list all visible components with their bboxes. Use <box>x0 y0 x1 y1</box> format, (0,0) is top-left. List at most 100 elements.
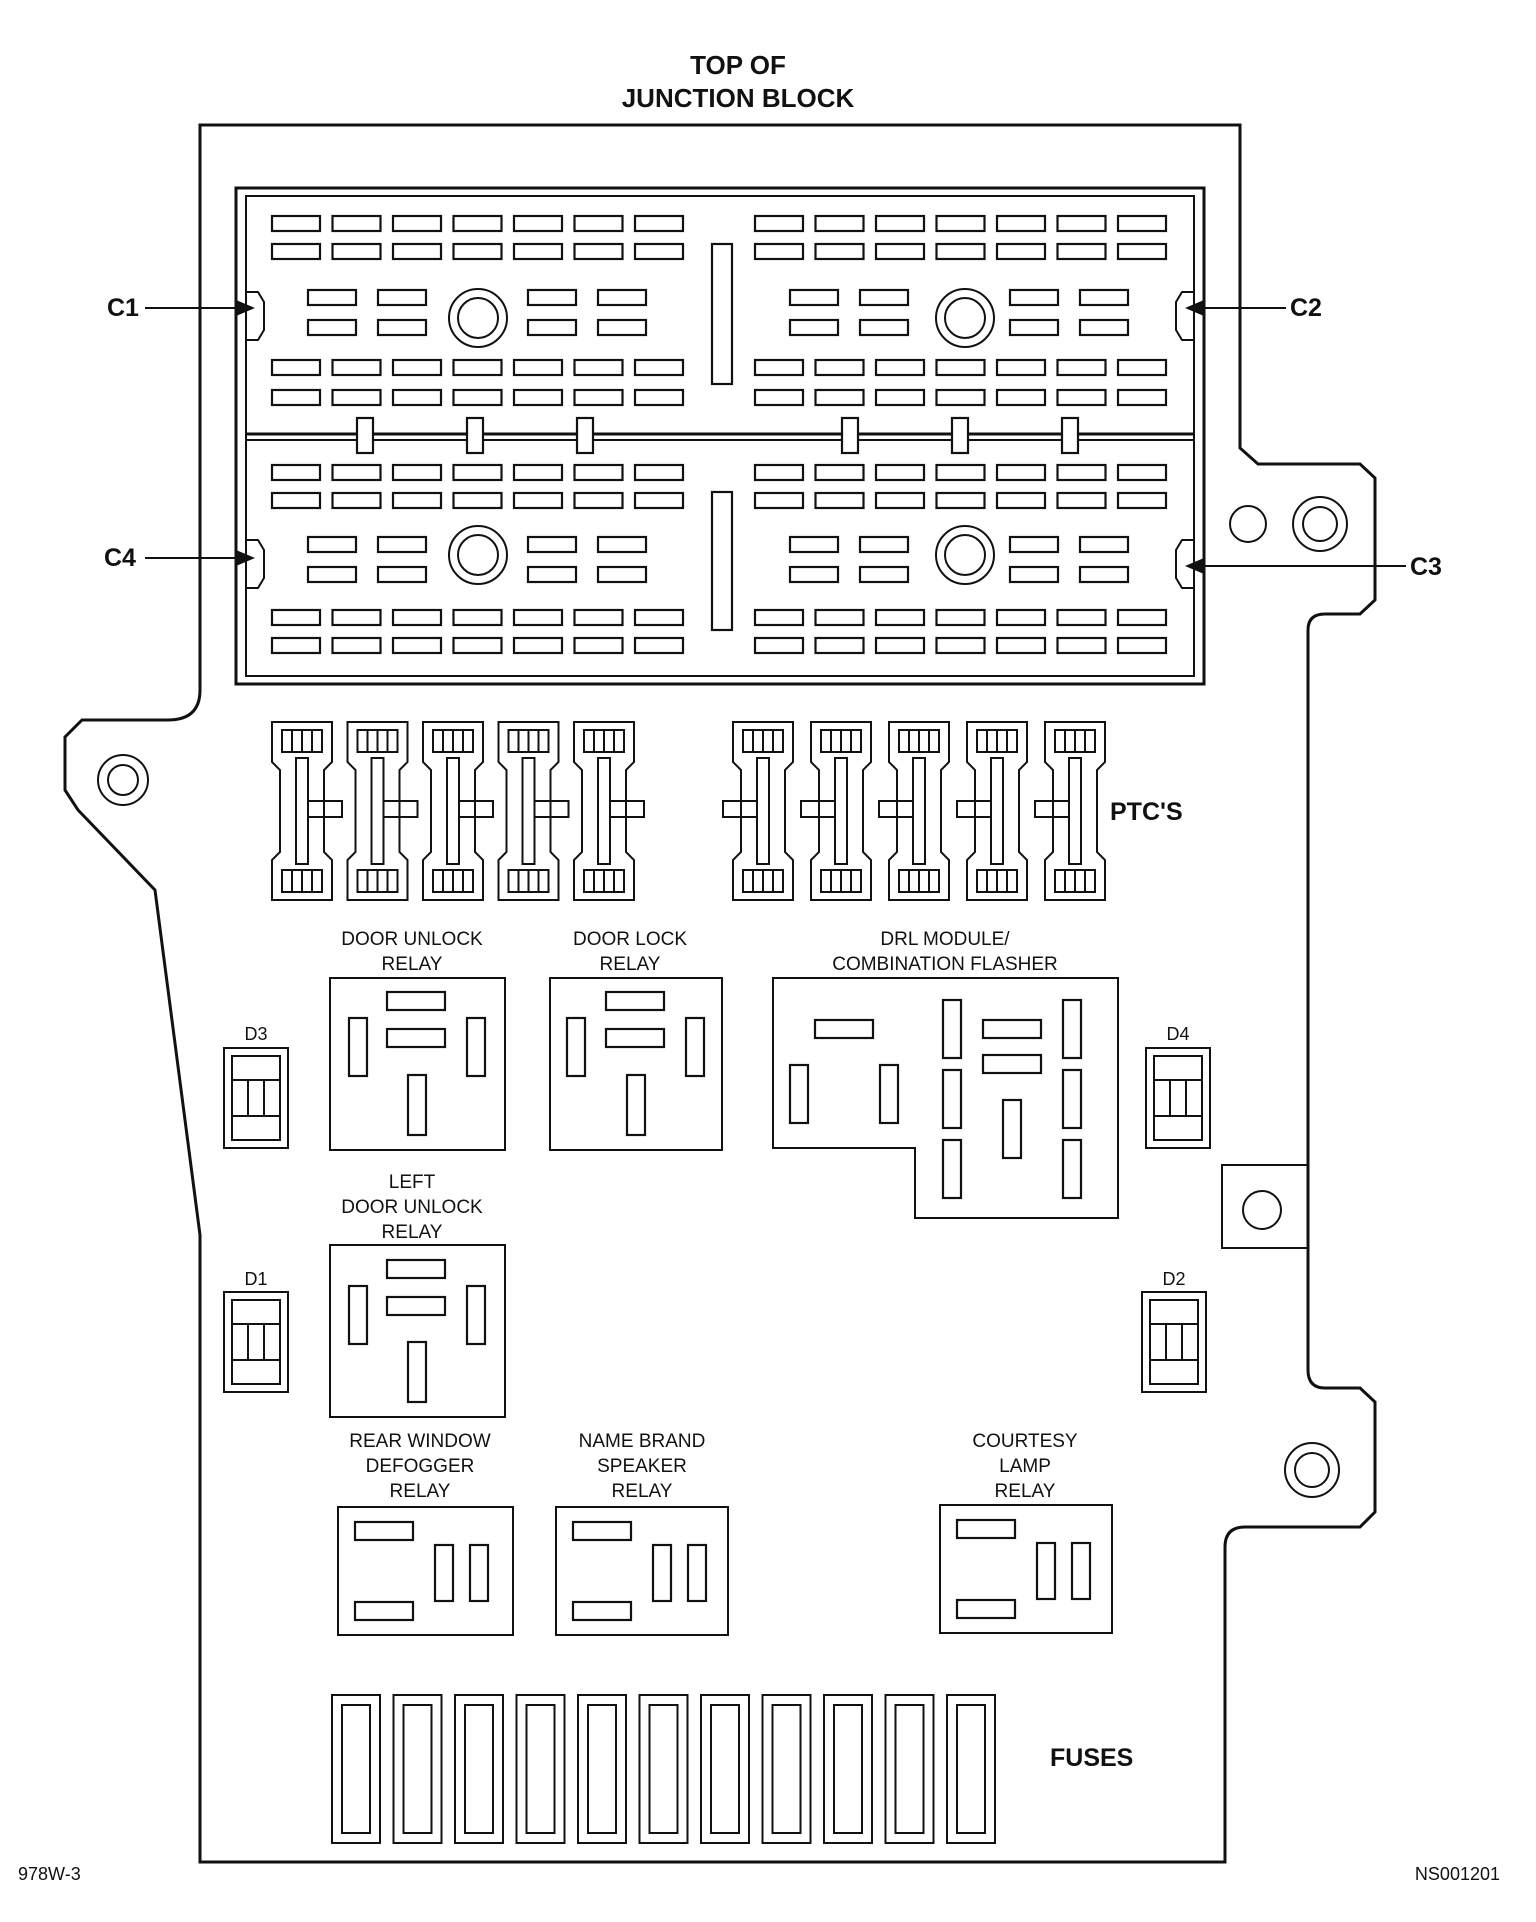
connector-slot <box>1116 463 1168 482</box>
connector-slot <box>573 242 624 261</box>
left-door-unlock-relay-label-1: LEFT <box>389 1172 436 1193</box>
fuse <box>331 1694 381 1844</box>
connector-slot <box>1078 565 1130 584</box>
connector-slot <box>331 242 382 261</box>
fuse-group <box>331 1694 996 1844</box>
connector-slot <box>331 214 382 233</box>
connector-slot <box>512 358 564 377</box>
connector-slot <box>874 463 926 482</box>
arrowhead-c2 <box>1185 300 1204 316</box>
connector-slot <box>814 491 865 510</box>
connector-slot <box>814 388 865 407</box>
connector-slot <box>874 214 926 233</box>
ptc-group <box>271 721 1106 901</box>
ptc <box>573 721 645 901</box>
mount-hole-top-right <box>1229 496 1348 552</box>
connector-slot <box>935 608 986 627</box>
door-lock-relay <box>549 977 723 1151</box>
connector-slot <box>573 608 624 627</box>
connector-slot <box>270 463 322 482</box>
drl-module-label-2: COMBINATION FLASHER <box>832 954 1058 975</box>
connector-slot <box>270 242 322 261</box>
title-line-2: JUNCTION BLOCK <box>622 83 855 113</box>
connector-slot <box>452 242 503 261</box>
connector-slot <box>788 565 840 584</box>
connector-slot <box>452 608 503 627</box>
connector-slot <box>995 242 1047 261</box>
speaker-relay-label-1: NAME BRAND <box>579 1431 706 1452</box>
connector-slot <box>331 608 382 627</box>
connector-notch <box>465 416 485 455</box>
fuse <box>638 1694 689 1844</box>
connector-slot <box>753 491 805 510</box>
connector-slot <box>788 535 840 554</box>
connector-post-bottom <box>710 490 734 632</box>
connector-post-top <box>710 242 734 386</box>
connector-slot <box>331 388 382 407</box>
connector-slot <box>1056 491 1107 510</box>
fuse <box>454 1694 504 1844</box>
connector-slot <box>1008 565 1060 584</box>
connector-slot <box>596 318 648 337</box>
door-lock-relay-label-2: RELAY <box>600 954 661 975</box>
defogger-relay-label-3: RELAY <box>390 1481 451 1502</box>
connector-slot <box>1116 242 1168 261</box>
connector-slot <box>935 242 986 261</box>
connector-slot <box>526 535 578 554</box>
left-door-unlock-relay-label-3: RELAY <box>382 1222 443 1243</box>
diode-label-d3: D3 <box>244 1024 267 1044</box>
connector-slot <box>1116 214 1168 233</box>
rear-window-defogger-relay <box>337 1506 514 1636</box>
connector-slot <box>452 491 503 510</box>
connector-slot <box>376 535 428 554</box>
connector-slot <box>935 214 986 233</box>
fuse <box>700 1694 750 1844</box>
connector-slot <box>512 388 564 407</box>
fuse <box>577 1694 627 1844</box>
connector-slot <box>874 636 926 655</box>
connector-slot <box>1078 535 1130 554</box>
connector-slot <box>1078 288 1130 307</box>
arrowhead-c4 <box>236 550 255 566</box>
connector-slot <box>633 636 685 655</box>
connector-slot <box>306 565 358 584</box>
connector-slot <box>874 358 926 377</box>
connector-slot <box>995 214 1047 233</box>
courtesy-relay-label-3: RELAY <box>995 1481 1056 1502</box>
connector-slot <box>788 318 840 337</box>
connector-slot <box>391 214 443 233</box>
defogger-relay-label-1: REAR WINDOW <box>349 1431 491 1452</box>
fuse <box>946 1694 996 1844</box>
connector-bolt-c3 <box>935 525 995 585</box>
connector-slot <box>573 491 624 510</box>
mount-hole-bottom-right <box>1284 1442 1340 1498</box>
connector-slot <box>858 565 910 584</box>
door-unlock-relay-label-2: RELAY <box>382 954 443 975</box>
connector-slot <box>306 318 358 337</box>
connector-slot <box>633 214 685 233</box>
connector-slot <box>391 463 443 482</box>
connector-slot <box>270 388 322 407</box>
connector-slot <box>753 608 805 627</box>
connector-slot <box>753 636 805 655</box>
connector-slot <box>573 636 624 655</box>
connector-slot <box>995 608 1047 627</box>
connector-slot <box>391 636 443 655</box>
connector-slot <box>270 358 322 377</box>
connector-slot <box>596 565 648 584</box>
connector-slot <box>526 318 578 337</box>
title-line-1: TOP OF <box>690 50 786 80</box>
connector-slot <box>331 358 382 377</box>
connector-slot <box>814 214 865 233</box>
left-door-unlock-relay-label-2: DOOR UNLOCK <box>341 1197 483 1218</box>
connector-slot <box>874 608 926 627</box>
ptc <box>271 721 343 901</box>
side-mount-tab <box>1221 1164 1308 1249</box>
ptc <box>422 721 494 901</box>
connector-slot <box>874 491 926 510</box>
connector-slot <box>376 318 428 337</box>
diode-d2 <box>1141 1291 1207 1393</box>
connector-slot <box>331 463 382 482</box>
fuse <box>884 1694 935 1844</box>
connector-slot <box>633 242 685 261</box>
